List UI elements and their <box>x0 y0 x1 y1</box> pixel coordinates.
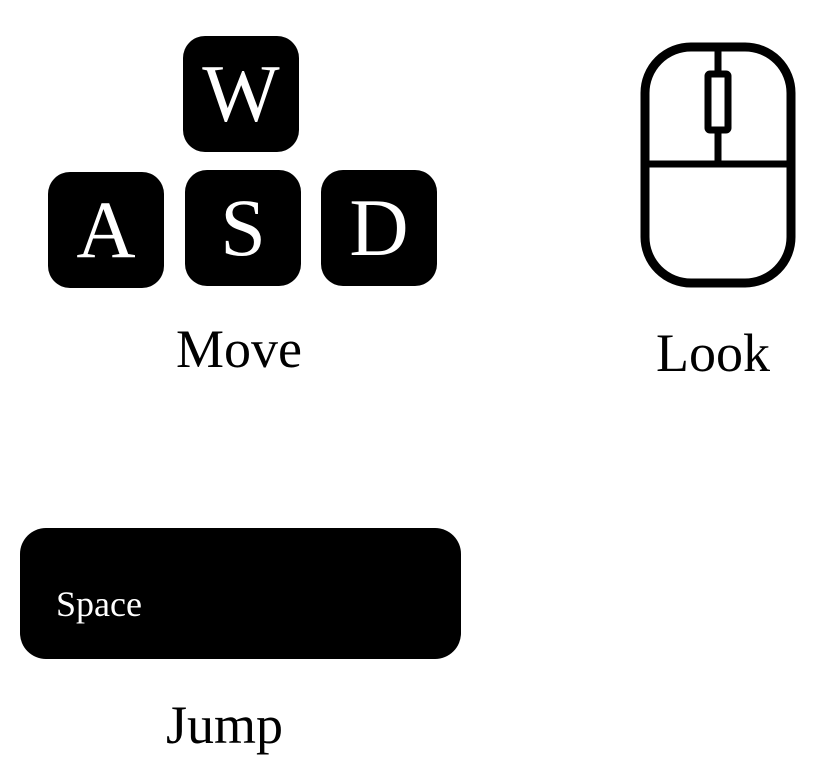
look-caption: Look <box>656 323 770 383</box>
jump-caption: Jump <box>166 695 284 755</box>
key-d: D <box>321 170 437 286</box>
key-space-label: Space <box>56 584 142 624</box>
key-a: A <box>48 172 164 288</box>
key-w-label: W <box>202 48 280 139</box>
key-s: S <box>185 170 301 286</box>
key-s-label: S <box>220 182 266 273</box>
mouse-icon <box>640 42 796 288</box>
move-caption: Move <box>176 319 302 379</box>
key-a-label: A <box>76 184 136 275</box>
key-d-label: D <box>349 182 409 273</box>
key-w: W <box>183 36 299 152</box>
key-space: Space <box>20 528 461 659</box>
